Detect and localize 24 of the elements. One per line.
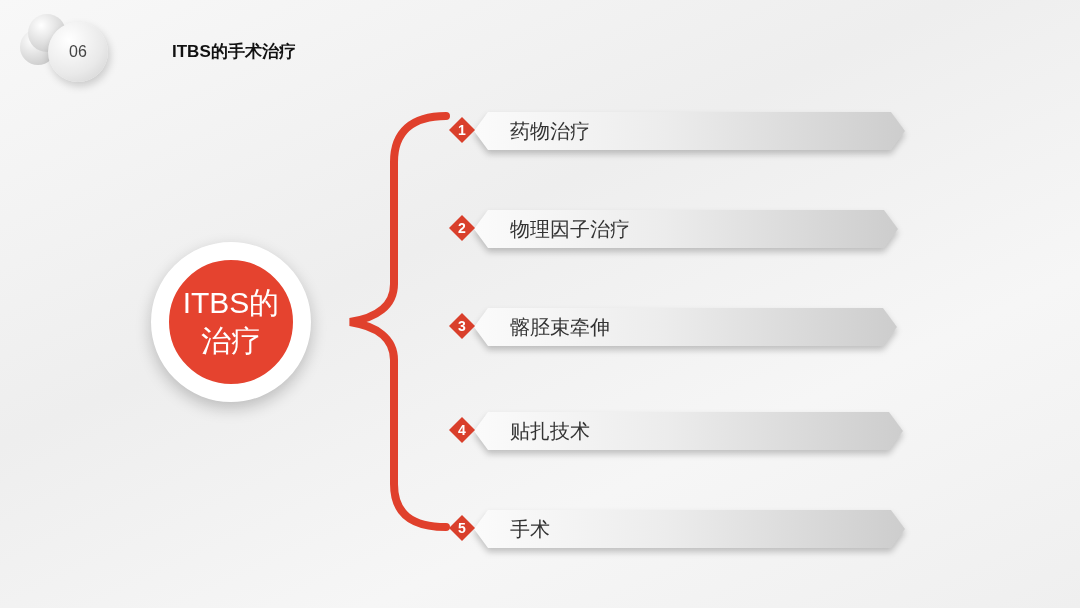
page-number: 06: [69, 43, 87, 61]
number-diamond: [449, 515, 475, 541]
number-diamond: [449, 417, 475, 443]
topic-label: ITBS的治疗: [181, 285, 281, 359]
treatment-label: 物理因子治疗: [510, 217, 630, 241]
number-diamond: [449, 215, 475, 241]
item-number: 3: [458, 318, 466, 334]
banner-shape: [474, 308, 897, 346]
banner-shape: [474, 510, 905, 548]
item-number: 4: [458, 422, 466, 438]
banner-shape: [474, 210, 898, 248]
item-number: 1: [458, 122, 466, 138]
item-number: 2: [458, 220, 466, 236]
banner-shape: [474, 112, 905, 150]
item-number: 5: [458, 520, 466, 536]
number-diamond: [449, 117, 475, 143]
treatment-label: 髂胫束牵伸: [510, 315, 610, 339]
slide-title: ITBS的手术治疗: [172, 41, 296, 63]
treatment-label: 贴扎技术: [510, 419, 590, 443]
page-number-circle: [48, 22, 108, 82]
number-diamond: [449, 313, 475, 339]
banner-shape: [474, 412, 903, 450]
treatment-label: 手术: [510, 517, 550, 541]
treatment-label: 药物治疗: [510, 119, 590, 143]
